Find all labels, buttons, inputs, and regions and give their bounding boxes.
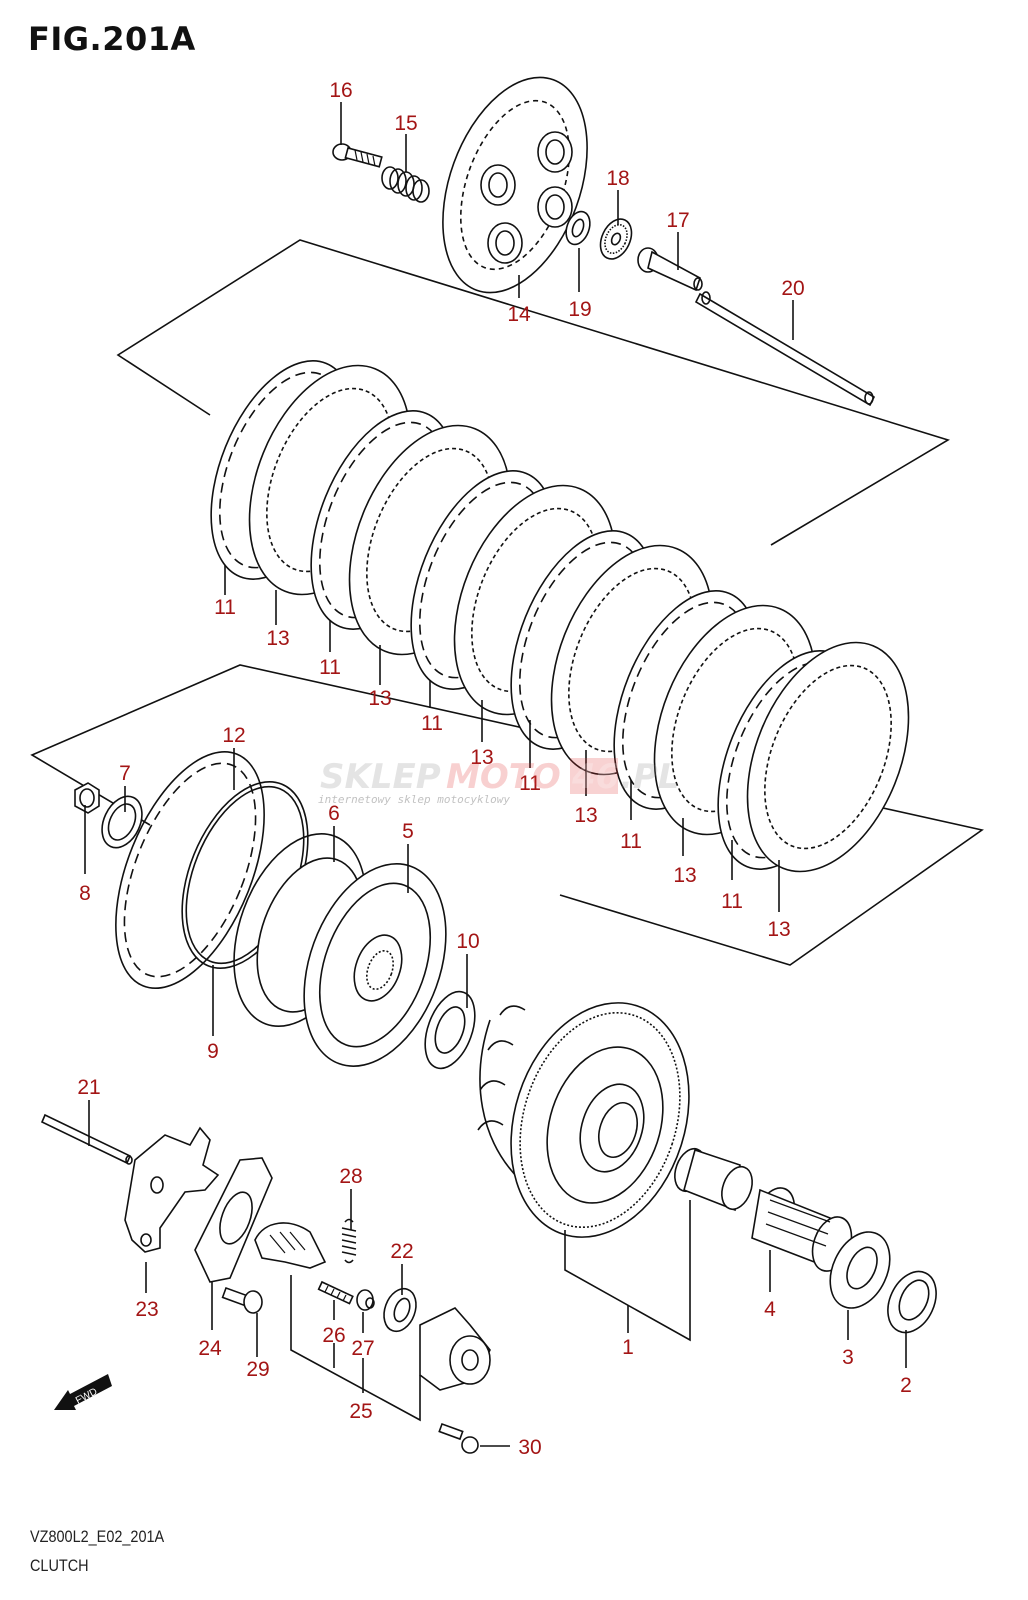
callout-17[interactable]: 17 (666, 209, 689, 232)
clutch-plate-stack (210, 360, 939, 895)
part-16-bolt[interactable] (332, 143, 383, 168)
part-14-pressure-plate[interactable] (416, 58, 615, 313)
callout-28[interactable]: 28 (339, 1165, 362, 1188)
callout-18[interactable]: 18 (606, 167, 629, 190)
callout-24[interactable]: 24 (198, 1337, 222, 1360)
part-20-push-rod[interactable] (694, 291, 876, 407)
callout-1[interactable]: 1 (622, 1336, 634, 1359)
part-27-bushing[interactable] (356, 1289, 375, 1311)
callout-labels: 16 15 18 17 20 14 19 11 13 11 13 11 13 1… (77, 79, 912, 1459)
callout-11[interactable]: 11 (620, 830, 642, 853)
part-3-washer[interactable] (819, 1222, 902, 1317)
callout-5[interactable]: 5 (402, 820, 414, 843)
upper-group-frame (116, 239, 950, 546)
part-25-release-body[interactable] (419, 1307, 491, 1391)
callout-25[interactable]: 25 (349, 1400, 372, 1423)
part-7-washer[interactable] (94, 790, 149, 854)
callout-13[interactable]: 13 (574, 804, 597, 827)
part-24-gasket[interactable] (194, 1157, 273, 1283)
callout-9[interactable]: 9 (207, 1040, 219, 1063)
part-29-bolt[interactable] (221, 1286, 263, 1314)
callout-10[interactable]: 10 (456, 930, 479, 953)
watermark: SKLEP MOTO 46 .PL internetowy sklep moto… (318, 757, 680, 806)
callout-21[interactable]: 21 (77, 1076, 100, 1099)
callout-11[interactable]: 11 (721, 890, 743, 913)
part-17-push-piece[interactable] (637, 247, 703, 292)
part-1-clutch-housing[interactable] (477, 980, 718, 1261)
fwd-label: FWD (74, 1386, 99, 1406)
figure-name: CLUTCH (30, 1556, 89, 1575)
watermark-brand-tld: .PL (620, 757, 680, 797)
callout-13[interactable]: 13 (673, 864, 696, 887)
callout-8[interactable]: 8 (79, 882, 91, 905)
callout-6[interactable]: 6 (328, 802, 340, 825)
callout-20[interactable]: 20 (781, 277, 804, 300)
part-21-push-rod[interactable] (40, 1113, 133, 1165)
callout-19[interactable]: 19 (568, 298, 591, 321)
callout-13[interactable]: 13 (266, 627, 289, 650)
callout-11[interactable]: 11 (319, 656, 341, 679)
part-2-seal[interactable] (879, 1264, 946, 1341)
part-19-washer[interactable] (562, 208, 594, 247)
callout-13[interactable]: 13 (368, 687, 391, 710)
part-1-sleeve[interactable] (669, 1145, 757, 1214)
watermark-brand-red: MOTO (446, 757, 561, 797)
watermark-brand-grey: SKLEP (320, 757, 441, 797)
callout-26[interactable]: 26 (322, 1324, 345, 1347)
callout-16[interactable]: 16 (329, 79, 352, 102)
callout-2[interactable]: 2 (900, 1374, 912, 1397)
callout-14[interactable]: 14 (507, 303, 531, 326)
callout-13[interactable]: 13 (767, 918, 790, 941)
forward-direction-icon: FWD (54, 1374, 112, 1410)
callout-27[interactable]: 27 (351, 1337, 374, 1360)
part-23-bracket[interactable] (124, 1126, 220, 1253)
figure-code: VZ800L2_E02_201A (30, 1527, 165, 1546)
part-28-spring[interactable] (341, 1218, 357, 1264)
figure-title: FIG.201A (28, 20, 196, 58)
part-15-spring[interactable] (381, 166, 430, 203)
watermark-tagline: internetowy sklep motocyklowy (318, 793, 510, 806)
part-25-release-cam[interactable] (254, 1222, 327, 1269)
callout-30[interactable]: 30 (518, 1436, 541, 1459)
part-30-bolt[interactable] (438, 1422, 479, 1454)
callout-29[interactable]: 29 (246, 1358, 269, 1381)
part-22-oil-seal[interactable] (378, 1284, 421, 1336)
callout-23[interactable]: 23 (135, 1298, 158, 1321)
callout-7[interactable]: 7 (119, 762, 131, 785)
callout-3[interactable]: 3 (842, 1346, 854, 1369)
callout-11[interactable]: 11 (214, 596, 236, 619)
callout-11[interactable]: 11 (519, 772, 541, 795)
part-18-bearing[interactable] (594, 214, 637, 264)
part-12-drive-plate[interactable] (86, 731, 295, 1009)
part-26-pin[interactable] (317, 1280, 354, 1305)
callout-12[interactable]: 12 (222, 724, 245, 747)
watermark-brand-num: 46 (571, 757, 619, 797)
watermark-badge (570, 758, 618, 794)
callout-4[interactable]: 4 (764, 1298, 776, 1321)
part-5-sleeve-hub[interactable] (238, 843, 472, 1085)
callout-11[interactable]: 11 (421, 712, 443, 735)
part-4-needle-bearing[interactable] (749, 1183, 859, 1277)
callout-15[interactable]: 15 (394, 112, 417, 135)
callout-22[interactable]: 22 (390, 1240, 413, 1263)
part-10-thrust-washer[interactable] (416, 985, 485, 1075)
callout-13[interactable]: 13 (470, 746, 493, 769)
leader-lines (84, 102, 907, 1447)
part-13-driven-plate[interactable] (716, 619, 939, 895)
part-8-nut[interactable] (74, 782, 100, 814)
